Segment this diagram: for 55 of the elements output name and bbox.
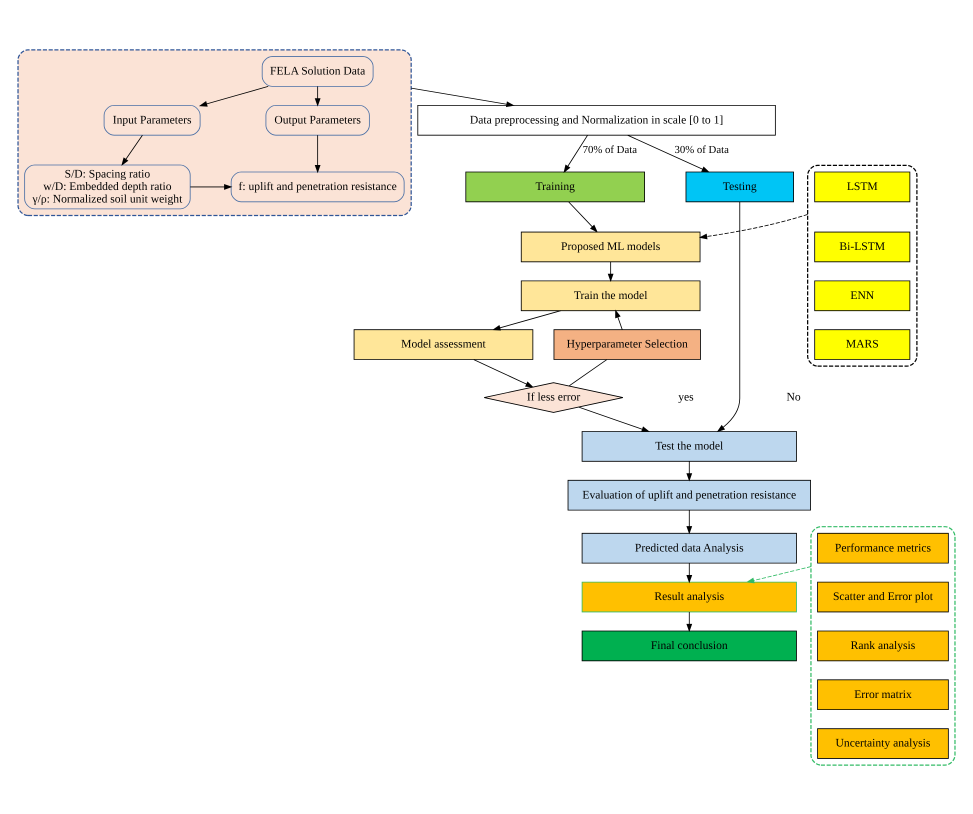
node-box: Uncertainty analysis xyxy=(817,728,949,758)
node-box: Scatter and Error plot xyxy=(817,581,949,612)
label: No xyxy=(786,390,801,404)
node-box: Predicted data Analysis xyxy=(582,532,797,564)
node-box: Output Parameters xyxy=(266,104,370,136)
node-box: ENN xyxy=(814,280,910,311)
node-box: Model assessment xyxy=(354,328,534,360)
cluster xyxy=(17,48,412,216)
arrow xyxy=(492,310,562,330)
node-box: FELA Solution Data xyxy=(262,56,374,86)
arrow xyxy=(686,611,692,632)
arrow xyxy=(410,87,515,107)
cluster xyxy=(810,526,956,766)
node-box: Train the model xyxy=(520,280,700,311)
arrow xyxy=(686,509,692,534)
connector xyxy=(568,358,608,386)
arrow xyxy=(627,134,710,172)
node-box: Test the model xyxy=(582,430,797,462)
arrow xyxy=(746,566,812,583)
arrow xyxy=(568,200,598,232)
arrow xyxy=(686,562,692,583)
node-box: Data preprocessing and Normalization in scale [0 to 1] xyxy=(417,104,776,136)
cluster xyxy=(807,164,918,366)
node-box: S/D: Spacing ratio w/D: Embedded depth ratio γ/ρ: Normalized soil unit weight xyxy=(24,164,191,209)
node-box: LSTM xyxy=(814,171,910,202)
node-box: Training xyxy=(465,171,645,202)
node-box: Bi-LSTM xyxy=(814,231,910,262)
arrow xyxy=(314,86,321,106)
arrow xyxy=(686,460,692,482)
node-box: Evaluation of uplift and penetration resistance xyxy=(568,479,811,510)
arrow xyxy=(608,260,614,282)
node-box: Input Parameters xyxy=(104,104,201,136)
arrow xyxy=(314,134,321,173)
node-box: Error matrix xyxy=(817,678,949,710)
edge-label: 30% of Data xyxy=(674,143,729,156)
arrow xyxy=(473,358,534,388)
arrow xyxy=(198,85,269,106)
arrow xyxy=(698,213,808,239)
arrow xyxy=(564,134,588,173)
node-box: Performance metrics xyxy=(817,532,949,564)
arrow xyxy=(121,134,143,166)
node-box: Proposed ML models xyxy=(520,231,700,262)
node-box: Hyperparameter Selection xyxy=(554,328,701,360)
arrow xyxy=(615,309,623,330)
arrow xyxy=(190,184,232,190)
node-box: MARS xyxy=(814,328,910,360)
edge-label: 70% of Data xyxy=(582,143,637,156)
node-box: Final conclusion xyxy=(582,630,797,661)
arrow xyxy=(578,406,650,432)
node-box: Result analysis xyxy=(582,581,797,612)
label: yes xyxy=(678,390,694,404)
arrow xyxy=(716,200,740,432)
node-box: f: uplift and penetration resistance xyxy=(230,171,405,202)
node-box: Testing xyxy=(686,171,794,202)
node-box: Rank analysis xyxy=(817,630,949,661)
